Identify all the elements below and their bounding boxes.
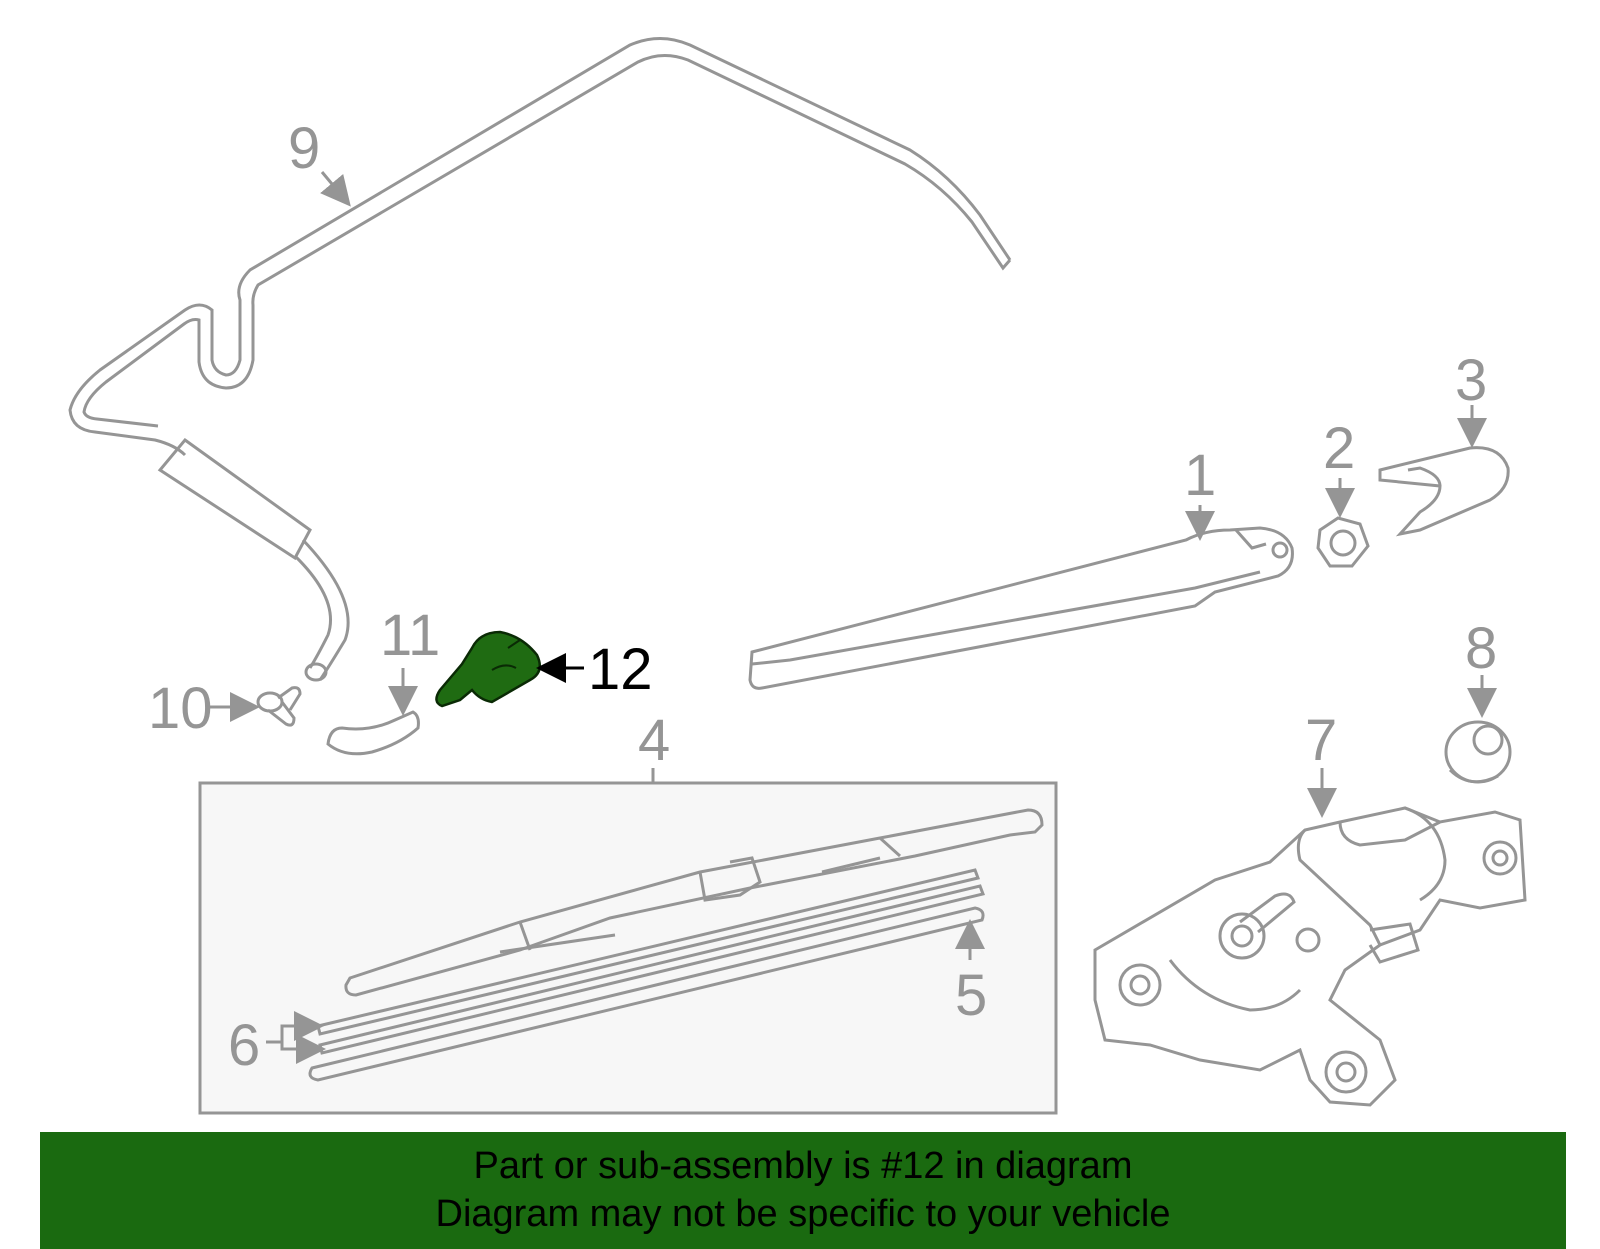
info-banner-background <box>40 1132 1566 1249</box>
callout-11: 11 <box>380 603 440 668</box>
nut-part-2 <box>1316 516 1370 568</box>
washer-hose-part-9 <box>68 37 1012 682</box>
hose-part-11 <box>326 710 420 756</box>
callout-2: 2 <box>1323 416 1355 481</box>
callout-4: 4 <box>638 708 670 773</box>
info-banner: Part or sub-assembly is #12 in diagram D… <box>40 1132 1566 1249</box>
callout-12: 12 <box>588 637 653 702</box>
callout-8: 8 <box>1465 616 1497 681</box>
cap-part-3 <box>1378 446 1510 537</box>
nozzle-part-12-highlighted[interactable] <box>435 630 542 708</box>
wiper-blade-group-box <box>198 781 1058 1115</box>
leader-9 <box>320 171 351 207</box>
callout-10: 10 <box>148 676 213 741</box>
callout-1: 1 <box>1184 443 1216 508</box>
callout-3: 3 <box>1455 348 1487 413</box>
wiper-blade-part-4 <box>344 808 1044 997</box>
callout-9: 9 <box>288 116 320 181</box>
callout-6: 6 <box>228 1013 260 1078</box>
wiper-motor-part-7 <box>1093 806 1527 1107</box>
grommet-part-8 <box>1444 720 1512 784</box>
callout-7: 7 <box>1305 708 1337 773</box>
banner-line-1: Part or sub-assembly is #12 in diagram <box>473 1145 1133 1187</box>
connector-part-10 <box>256 686 302 727</box>
wiper-arm-part-1 <box>748 526 1294 690</box>
banner-line-2: Diagram may not be specific to your vehi… <box>435 1193 1171 1235</box>
callout-5: 5 <box>955 963 987 1028</box>
